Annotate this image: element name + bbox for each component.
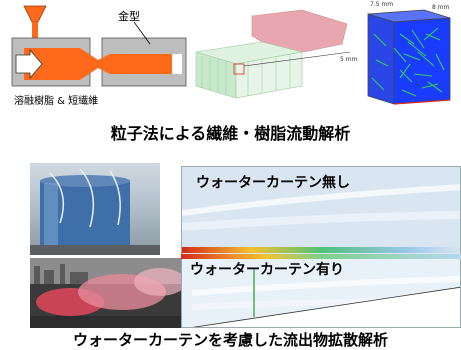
flow-ground-band — [182, 247, 460, 253]
ground-strip — [30, 245, 160, 255]
dimension-label-c: 5 mm — [340, 56, 358, 63]
flow-plume-lower — [182, 211, 460, 231]
plate-simulation-svg — [195, 9, 351, 99]
fiber-strands — [371, 27, 445, 97]
sim-no-curtain-svg — [182, 184, 460, 253]
pink-plate — [251, 9, 348, 53]
sim-with-curtain-svg — [191, 269, 460, 327]
tank-top — [40, 175, 130, 187]
mold-leader-line — [133, 21, 151, 45]
ground-dark — [30, 316, 182, 328]
curtain-flow-upper — [191, 276, 460, 296]
curtain-red-band — [181, 254, 461, 259]
tank-photo-svg — [30, 168, 160, 255]
particle-block-side — [235, 51, 303, 99]
mold-cavity-resin — [98, 54, 172, 74]
sim-with-curtain — [181, 256, 461, 328]
tank-photo — [30, 163, 160, 255]
zoom-leader-line — [243, 51, 351, 67]
dimension-label-b: 8 mm — [432, 4, 450, 11]
mold-label: 金型 — [118, 10, 140, 23]
plate-simulation — [192, 6, 352, 106]
top-caption: 粒子法による繊維・樹脂流動解析 — [110, 124, 351, 143]
no-curtain-label: ウォーターカーテン無し — [196, 175, 350, 191]
bottom-caption: ウォーターカーテンを考慮した流出物拡散解析 — [72, 331, 388, 349]
terrain-edge — [192, 286, 460, 327]
with-curtain-label: ウォーターカーテン有り — [190, 262, 344, 278]
hopper-shape — [23, 5, 47, 23]
sim-no-curtain — [181, 166, 461, 256]
smoke-photo — [30, 258, 182, 328]
resin-fiber-label: 溶融樹脂 & 短繊維 — [14, 96, 99, 107]
smoke-photo-svg — [30, 258, 182, 328]
particle-hatching — [201, 54, 291, 96]
selection-cube-marker — [233, 63, 245, 75]
industrial-silhouette — [34, 264, 88, 284]
cube-front-face — [367, 13, 395, 105]
mold-cavity-empty — [172, 54, 182, 74]
tank-highlight — [44, 183, 58, 245]
flow-plume-upper — [182, 184, 460, 216]
resin-channel — [24, 48, 98, 80]
fiber-cube-view — [354, 4, 458, 110]
injection-arrow-icon — [15, 48, 43, 80]
molding-schematic — [10, 2, 192, 110]
fiber-cube-svg — [367, 9, 451, 105]
pink-haze — [134, 268, 182, 296]
cube-red-edge — [393, 99, 451, 105]
dimension-label-a: 7.5 mm — [370, 1, 394, 8]
water-spray-lines — [49, 168, 121, 228]
hopper-neck — [32, 22, 38, 38]
molding-schematic-svg — [11, 5, 187, 87]
